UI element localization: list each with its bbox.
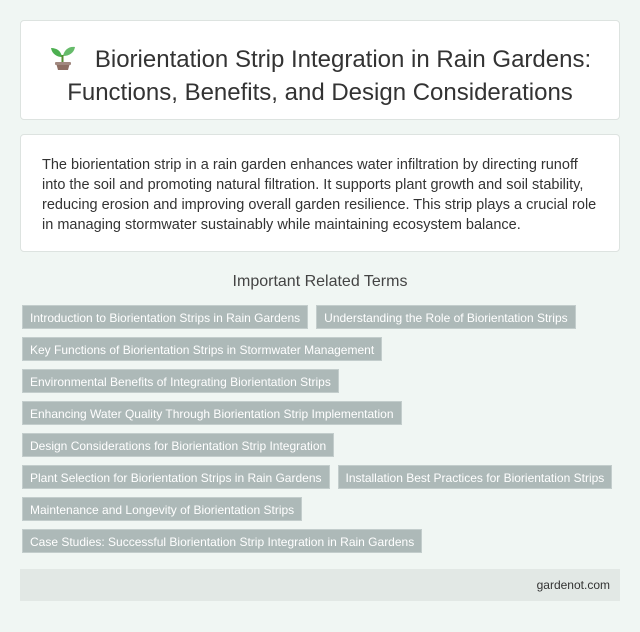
related-term-tag[interactable]: Key Functions of Biorientation Strips in… <box>22 337 383 361</box>
tag-row: Enhancing Water Quality Through Biorient… <box>22 401 622 433</box>
tag-row: Case Studies: Successful Biorientation S… <box>22 529 622 561</box>
tag-row: Introduction to Biorientation Strips in … <box>22 305 622 337</box>
related-terms-list: Introduction to Biorientation Strips in … <box>22 305 622 561</box>
related-term-tag[interactable]: Enhancing Water Quality Through Biorient… <box>22 401 402 425</box>
footer: gardenot.com <box>20 569 620 601</box>
tag-row: Maintenance and Longevity of Biorientati… <box>22 497 622 529</box>
footer-site-link[interactable]: gardenot.com <box>536 578 610 592</box>
sprout-icon <box>50 46 75 70</box>
related-term-tag[interactable]: Understanding the Role of Biorientation … <box>316 305 576 329</box>
related-terms-heading: Important Related Terms <box>232 273 408 290</box>
related-term-tag[interactable]: Introduction to Biorientation Strips in … <box>22 305 309 329</box>
related-term-tag[interactable]: Installation Best Practices for Biorient… <box>337 465 613 489</box>
title-line-2: Functions, Benefits, and Design Consider… <box>67 79 573 106</box>
title-card: Biorientation Strip Integration in Rain … <box>20 20 620 120</box>
tag-row: Environmental Benefits of Integrating Bi… <box>22 369 622 401</box>
related-term-tag[interactable]: Plant Selection for Biorientation Strips… <box>22 465 330 489</box>
tag-row: Key Functions of Biorientation Strips in… <box>22 337 622 369</box>
page-title: Biorientation Strip Integration in Rain … <box>21 43 619 109</box>
title-line-1: Biorientation Strip Integration in Rain … <box>94 46 592 73</box>
related-term-tag[interactable]: Maintenance and Longevity of Biorientati… <box>22 497 303 521</box>
description-text: The biorientation strip in a rain garden… <box>42 157 597 233</box>
related-term-tag[interactable]: Case Studies: Successful Biorientation S… <box>22 529 423 553</box>
related-term-tag[interactable]: Design Considerations for Biorientation … <box>22 433 335 457</box>
related-term-tag[interactable]: Environmental Benefits of Integrating Bi… <box>22 369 339 393</box>
tag-row: Design Considerations for Biorientation … <box>22 433 622 465</box>
description-card: The biorientation strip in a rain garden… <box>20 134 620 252</box>
tag-row: Plant Selection for Biorientation Strips… <box>22 465 622 497</box>
